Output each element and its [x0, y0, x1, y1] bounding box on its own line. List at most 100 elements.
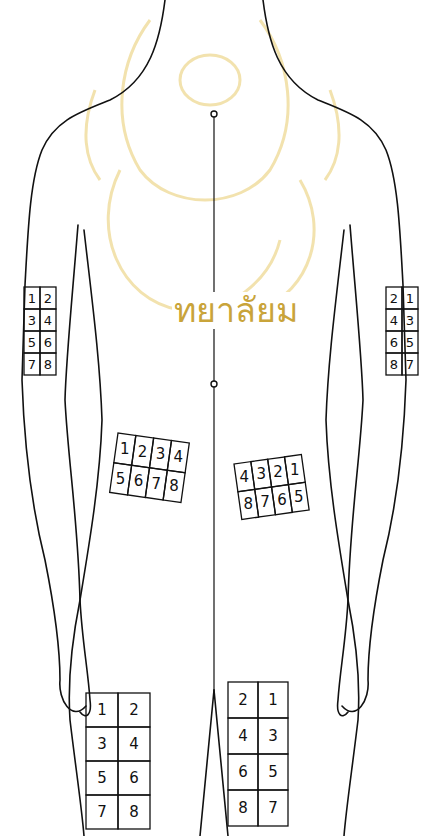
cell-number: 8	[390, 358, 398, 371]
cell-number: 3	[268, 729, 278, 744]
cell-number: 5	[406, 336, 414, 349]
watermark-logo	[180, 55, 240, 105]
grid-cell	[258, 790, 288, 826]
midline	[213, 114, 214, 690]
cell-number: 3	[156, 447, 166, 462]
cell-number: 2	[138, 444, 148, 459]
grid-cell	[228, 754, 258, 790]
cell-number: 5	[294, 490, 304, 505]
cell-number: 7	[97, 805, 107, 820]
grid-cell	[118, 761, 150, 795]
grid-cell	[86, 795, 118, 829]
grid-cell	[258, 682, 288, 718]
watermark-logo	[122, 20, 288, 200]
cell-number: 8	[129, 805, 139, 820]
arm-grid	[386, 287, 418, 375]
cell-number: 2	[44, 292, 52, 305]
cell-number: 4	[174, 449, 184, 464]
cell-number: 5	[268, 765, 278, 780]
landmark-dot	[211, 111, 217, 117]
cell-number: 7	[28, 358, 36, 371]
cell-number: 1	[290, 462, 300, 477]
grid-cell	[386, 353, 402, 375]
grid-cell	[24, 353, 40, 375]
cell-number: 4	[44, 314, 52, 327]
arm-grid	[24, 287, 56, 375]
cell-number: 2	[273, 464, 283, 479]
grid-cell	[24, 287, 40, 309]
grid-cell	[40, 353, 56, 375]
body-outline	[214, 0, 406, 836]
grid-cell	[40, 309, 56, 331]
navel-dot	[211, 381, 217, 387]
cell-number: 6	[238, 765, 248, 780]
grid-cell	[86, 693, 118, 727]
abdomen-grid	[234, 455, 309, 520]
body-outline	[22, 0, 214, 836]
cell-number: 6	[277, 492, 287, 507]
cell-number: 6	[44, 336, 52, 349]
cell-number: 4	[129, 737, 139, 752]
cell-number: 3	[406, 314, 414, 327]
grid-cell	[24, 331, 40, 353]
grid-cell	[163, 470, 185, 502]
grid-cell	[118, 693, 150, 727]
watermark-logo	[260, 180, 314, 310]
cell-number: 8	[243, 497, 253, 512]
cell-number: 8	[44, 358, 52, 371]
grid-cell	[402, 309, 418, 331]
grid-cell	[118, 795, 150, 829]
cell-number: 8	[238, 801, 248, 816]
thigh-grid	[228, 682, 288, 826]
cell-number: 8	[169, 479, 179, 494]
grid-cell	[402, 287, 418, 309]
cell-number: 7	[260, 495, 270, 510]
grid-cell	[386, 331, 402, 353]
cell-number: 4	[390, 314, 398, 327]
grid-cell	[40, 287, 56, 309]
cell-number: 1	[120, 442, 130, 457]
watermark-text: ทยาลัยม	[172, 292, 300, 329]
grid-cell	[258, 754, 288, 790]
grid-cell	[285, 455, 306, 485]
cell-number: 5	[116, 471, 126, 486]
cell-number: 3	[28, 314, 36, 327]
grid-cell	[228, 718, 258, 754]
grid-cell	[86, 761, 118, 795]
cell-number: 7	[152, 476, 162, 491]
grid-cell	[228, 790, 258, 826]
grid-cell	[118, 727, 150, 761]
grid-cell	[258, 718, 288, 754]
grid-cell	[40, 331, 56, 353]
cell-number: 1	[28, 292, 36, 305]
abdomen-grid	[110, 433, 190, 502]
cell-number: 7	[268, 801, 278, 816]
cell-number: 4	[238, 729, 248, 744]
cell-number: 6	[134, 474, 144, 489]
cell-number: 5	[97, 771, 107, 786]
cell-number: 4	[240, 469, 250, 484]
cell-number: 3	[97, 737, 107, 752]
cell-number: 2	[390, 292, 398, 305]
cell-number: 2	[129, 703, 139, 718]
watermark-logo	[108, 170, 280, 310]
thigh-grid	[86, 693, 150, 829]
grid-cell	[288, 482, 309, 512]
cell-number: 1	[268, 693, 278, 708]
grid-cell	[402, 331, 418, 353]
cell-number: 6	[129, 771, 139, 786]
grid-cell	[167, 441, 189, 473]
cell-number: 1	[406, 292, 414, 305]
grid-cell	[228, 682, 258, 718]
cell-number: 5	[28, 336, 36, 349]
cell-number: 6	[390, 336, 398, 349]
grid-cell	[386, 287, 402, 309]
grid-cell	[24, 309, 40, 331]
grid-cell	[386, 309, 402, 331]
cell-number: 2	[238, 693, 248, 708]
grid-cell	[402, 353, 418, 375]
cell-number: 3	[256, 467, 266, 482]
